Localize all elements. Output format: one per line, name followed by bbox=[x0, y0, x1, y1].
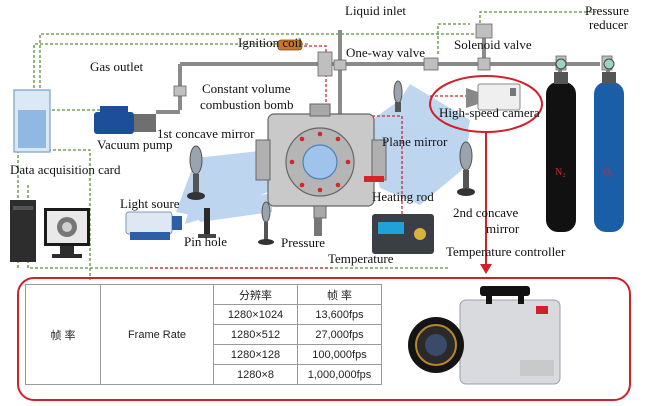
table-cell: 1280×8 bbox=[213, 364, 298, 385]
pin-hole bbox=[198, 208, 216, 238]
table-cell: 1,000,000fps bbox=[297, 364, 382, 385]
label-high-speed-camera: High-speed camera bbox=[439, 105, 540, 120]
highlight-arrow bbox=[480, 264, 492, 274]
small-lens-left bbox=[258, 201, 274, 245]
label-temperature-controller: Temperature controller bbox=[446, 244, 566, 259]
label-cv-bomb-1: Constant volume bbox=[202, 81, 291, 96]
label-gas-outlet: Gas outlet bbox=[90, 59, 144, 74]
label-cylinder-o2: O₂ bbox=[603, 167, 614, 178]
label-one-way-valve: One-way valve bbox=[346, 45, 426, 60]
label-plane-mirror: Plane mirror bbox=[382, 134, 448, 149]
label-pressure-reducer-2: reducer bbox=[589, 17, 628, 32]
table-cell: 100,000fps bbox=[297, 344, 382, 365]
label-temperature: Temperature bbox=[328, 251, 394, 266]
label-concave-mirror-2a: 2nd concave bbox=[453, 205, 519, 220]
pressure-sensor bbox=[314, 218, 322, 236]
table-cell: 13,600fps bbox=[297, 304, 382, 325]
label-cylinder-n2: N₂ bbox=[555, 167, 566, 178]
camera-spec-frame bbox=[17, 277, 631, 401]
plane-mirror bbox=[393, 80, 403, 112]
label-pressure: Pressure bbox=[281, 235, 326, 250]
row-label-en: Frame Rate bbox=[100, 284, 214, 385]
table-cell: 1280×512 bbox=[213, 324, 298, 345]
computer bbox=[10, 200, 90, 262]
label-pin-hole: Pin hole bbox=[184, 234, 227, 249]
label-concave-mirror-2b: mirror bbox=[486, 221, 520, 236]
data-acquisition-card bbox=[13, 89, 51, 153]
label-light-source: Light soure bbox=[120, 196, 180, 211]
red-dashed-wiring bbox=[150, 45, 470, 269]
table-cell: 27,000fps bbox=[297, 324, 382, 345]
table-cell: 1280×1024 bbox=[213, 304, 298, 325]
second-concave-mirror bbox=[457, 141, 475, 196]
label-concave-mirror-1: 1st concave mirror bbox=[157, 126, 255, 141]
temperature-controller bbox=[372, 214, 434, 254]
row-label-cn: 帧 率 bbox=[25, 284, 101, 385]
vacuum-pump bbox=[94, 106, 156, 134]
label-heating-rod: Heating rod bbox=[372, 189, 434, 204]
high-speed-camera-diagram bbox=[466, 83, 521, 111]
nitrogen-cylinder bbox=[546, 58, 576, 232]
light-source bbox=[125, 211, 182, 240]
first-concave-mirror bbox=[187, 145, 205, 200]
label-pressure-reducer-1: Pressure bbox=[585, 3, 630, 18]
label-solenoid-valve: Solenoid valve bbox=[454, 37, 532, 52]
label-data-acquisition: Data acquisition card bbox=[10, 162, 121, 177]
ignition-coil bbox=[277, 39, 303, 51]
label-vacuum-pump: Vacuum pump bbox=[97, 137, 173, 152]
label-liquid-inlet: Liquid inlet bbox=[345, 3, 407, 18]
header-frame-rate: 帧 率 bbox=[297, 284, 382, 305]
header-resolution: 分辨率 bbox=[213, 284, 298, 305]
camera-photo bbox=[408, 286, 561, 385]
heating-rod bbox=[364, 176, 384, 182]
label-ignition-coil: Ignition coil bbox=[238, 35, 302, 50]
oxygen-cylinder bbox=[594, 58, 624, 232]
frame-rate-spec-table: 帧 率 Frame Rate 分辨率 帧 率 1280×1024 13,600f… bbox=[25, 284, 382, 385]
combustion-chamber bbox=[255, 103, 387, 219]
camera-highlight bbox=[429, 75, 543, 268]
table-cell: 1280×128 bbox=[213, 344, 298, 365]
label-cv-bomb-2: combustion bomb bbox=[200, 97, 294, 112]
